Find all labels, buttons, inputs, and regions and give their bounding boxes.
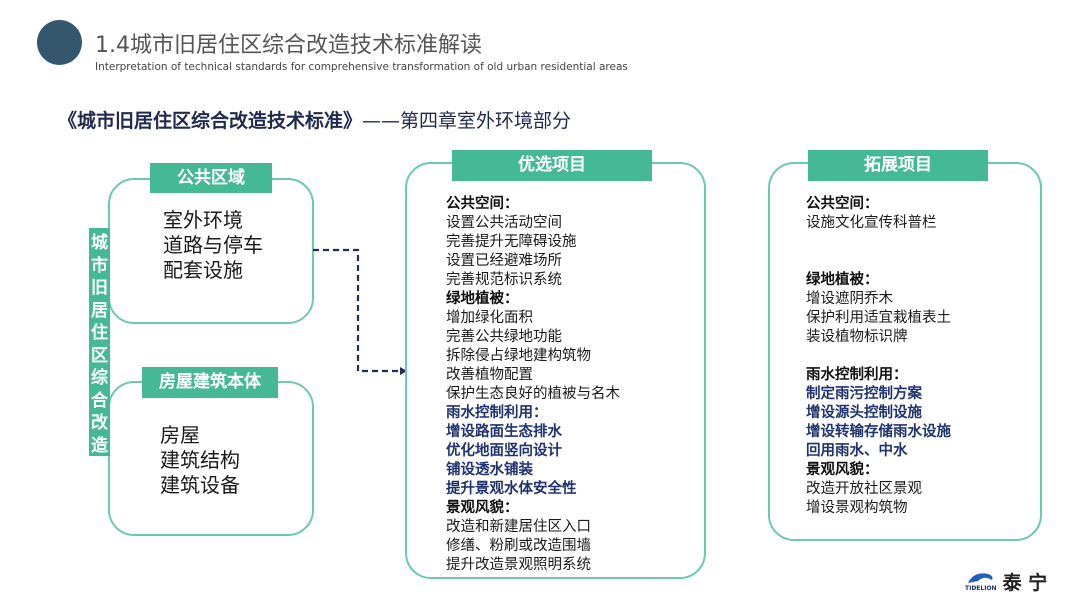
side-label-char: 城 <box>91 233 108 253</box>
side-label-char: 住 <box>91 323 108 343</box>
building-tag: 房屋建筑本体 <box>142 367 278 398</box>
list-item: 完善规范标识系统 <box>446 272 562 288</box>
standard-title: 《城市旧居住区综合改造技术标准》 <box>58 110 363 132</box>
extended-list: 公共空间： 设施文化宣传科普栏绿地植被： 增设遮阴乔木保护利用适宜栽植表土装设植物标… <box>806 195 951 518</box>
preferred-tag: 优选项目 <box>452 150 652 181</box>
list-item: 完善公共绿地功能 <box>446 329 562 345</box>
list-item: 房屋 <box>160 423 200 447</box>
list-item: 设置公共活动空间 <box>446 215 562 231</box>
list-item <box>806 252 951 271</box>
dashed-connector-arrow <box>313 248 407 375</box>
list-item: 完善提升无障碍设施 <box>446 234 577 250</box>
list-item <box>806 233 951 252</box>
list-item: 设置已经避难场所 <box>446 253 562 269</box>
list-item: 道路与停车 <box>163 233 263 257</box>
list-heading: 公共空间： <box>806 196 879 212</box>
side-label-char: 旧 <box>91 278 108 298</box>
list-item: 修缮、粉刷或改造围墙 <box>446 538 591 554</box>
list-item: 改善植物配置 <box>446 367 533 383</box>
list-item <box>806 347 951 366</box>
side-label-char: 区 <box>91 345 108 366</box>
logo-name: 泰 宁 <box>1002 572 1048 594</box>
list-item: 改造开放社区景观 <box>806 481 922 497</box>
list-heading: 公共空间： <box>446 196 519 212</box>
list-item: 提升改造景观照明系统 <box>446 557 591 573</box>
section-heading: 《城市旧居住区综合改造技术标准》——第四章室外环境部分 <box>58 106 571 133</box>
list-item: 保护生态良好的植被与名木 <box>446 386 620 402</box>
list-heading: 铺设透水铺装 <box>446 462 533 478</box>
side-label-char: 居 <box>91 300 108 321</box>
wave-icon <box>967 573 993 583</box>
list-item: 增加绿化面积 <box>446 310 533 326</box>
chapter-title: ——第四章室外环境部分 <box>362 110 572 132</box>
side-label-char: 综 <box>91 368 108 388</box>
side-label-char: 市 <box>91 255 108 276</box>
list-item: 建筑设备 <box>160 473 240 497</box>
list-heading: 增设源头控制设施 <box>806 405 922 421</box>
building-list: 房屋 建筑结构 建筑设备 <box>160 423 240 498</box>
logo-mark: TIDELION <box>965 571 997 592</box>
list-item: 装设植物标识牌 <box>806 329 908 345</box>
public-area-tag: 公共区域 <box>150 163 272 193</box>
list-heading: 景观风貌： <box>806 462 879 478</box>
list-heading: 景观风貌： <box>446 500 519 516</box>
list-item: 增设景观构筑物 <box>806 500 908 516</box>
side-label-char: 合 <box>91 390 108 411</box>
page-title: 1.4城市旧居住区综合改造技术标准解读 <box>95 33 482 58</box>
list-heading: 绿地植被： <box>446 291 519 307</box>
list-heading: 回用雨水、中水 <box>806 443 908 459</box>
list-item: 设施文化宣传科普栏 <box>806 215 937 231</box>
public-area-list: 室外环境 道路与停车 配套设施 <box>163 208 263 283</box>
list-item: 改造和新建居住区入口 <box>446 519 591 535</box>
list-heading: 增设路面生态排水 <box>446 424 562 440</box>
side-label: 城市旧居住区综合改造 <box>89 228 110 456</box>
list-item: 建筑结构 <box>160 448 240 472</box>
page-subtitle: Interpretation of technical standards fo… <box>95 61 628 73</box>
list-heading: 雨水控制利用： <box>806 367 908 383</box>
list-item: 保护利用适宜栽植表土 <box>806 310 951 326</box>
list-heading: 绿地植被： <box>806 272 879 288</box>
logo-brand: TIDELION <box>965 585 997 592</box>
list-item: 拆除侵占绿地建构筑物 <box>446 348 591 364</box>
list-heading: 制定雨污控制方案 <box>806 386 922 402</box>
list-heading: 雨水控制利用： <box>446 405 548 421</box>
list-item: 室外环境 <box>163 208 243 232</box>
list-heading: 提升景观水体安全性 <box>446 481 577 497</box>
side-label-char: 造 <box>91 435 108 456</box>
extended-tag: 拓展项目 <box>808 150 988 181</box>
list-heading: 增设转输存储雨水设施 <box>806 424 951 440</box>
list-heading: 优化地面竖向设计 <box>446 443 562 459</box>
list-item: 增设遮阴乔木 <box>806 291 893 307</box>
list-item: 配套设施 <box>163 258 243 282</box>
header-circle-decoration <box>37 20 82 65</box>
preferred-list: 公共空间： 设置公共活动空间完善提升无障碍设施设置已经避难场所完善规范标识系统绿地… <box>446 195 620 575</box>
side-label-char: 改 <box>91 413 108 433</box>
company-logo: TIDELION 泰 宁 <box>965 568 1047 595</box>
